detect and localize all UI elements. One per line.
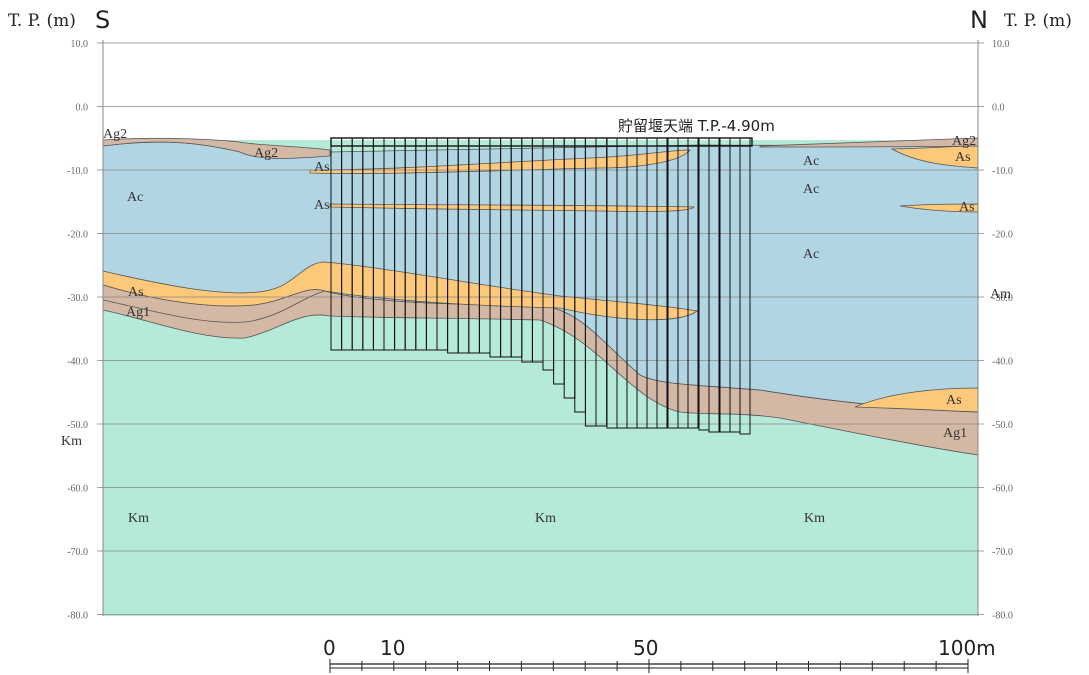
layer-label-km-side: Km [61, 434, 82, 449]
layer-label-as-right-top: As [955, 150, 971, 165]
left-axis-title: T. P. (m) [8, 11, 76, 31]
scale-label-50: 50 [633, 636, 658, 660]
south-label: S [95, 6, 110, 34]
layer-label-ag1-right: Ag1 [943, 426, 967, 441]
layer-label-km-2: Km [535, 511, 556, 526]
left-tick-label: -80.0 [67, 611, 88, 622]
right-tick-label: -80.0 [992, 611, 1013, 622]
layer-labels: Ag2 Ag2 Ag2 Ac Ac Ac Ac As As As As As A… [61, 127, 1011, 526]
left-tick-label: 0.0 [76, 103, 89, 114]
layer-label-km-1: Km [128, 511, 149, 526]
left-tick-label: -50.0 [67, 420, 88, 431]
right-tick-label: -40.0 [992, 357, 1013, 368]
left-tick-label: -10.0 [67, 166, 88, 177]
scale-bar [329, 659, 969, 673]
layer-label-km-3: Km [804, 511, 825, 526]
right-tick-label: -30.0 [992, 293, 1013, 304]
layer-label-as-upper: As [314, 160, 330, 175]
layer-label-as-right-mid: As [959, 200, 975, 215]
sheet-pile-walls [330, 137, 753, 435]
right-tick-label: 10.0 [992, 39, 1010, 50]
gravel-ag2-left [102, 137, 331, 159]
left-tick-label: 10.0 [71, 39, 89, 50]
layer-label-as-lower-left: As [128, 285, 144, 300]
elevation-gridlines [97, 42, 984, 615]
right-tick-label: -10.0 [992, 166, 1013, 177]
right-tick-label: 0.0 [992, 103, 1005, 114]
gravel-ag1-left-top [102, 284, 327, 323]
layer-label-ac-right-1: Ac [803, 154, 819, 169]
layer-label-ag2-left: Ag2 [103, 127, 127, 142]
sand-as-mid [329, 203, 695, 212]
right-tick-label: -20.0 [992, 230, 1013, 241]
left-tick-label: -20.0 [67, 230, 88, 241]
north-label: N [970, 6, 988, 34]
left-tick-label: -30.0 [67, 293, 88, 304]
layer-label-as-mid: As [314, 198, 330, 213]
wall-crest-beam [330, 137, 753, 147]
layer-label-ag2-mid: Ag2 [254, 146, 278, 161]
scale-label-100m: 100m [938, 636, 996, 660]
right-elevation-ticks: 10.0 0.0 -10.0 -20.0 -30.0 -40.0 -50.0 -60.0 -70… [992, 39, 1013, 622]
left-tick-label: -70.0 [67, 547, 88, 558]
crest-elevation-label: 貯留堰天端 T.P.-4.90m [618, 117, 775, 135]
right-tick-label: -70.0 [992, 547, 1013, 558]
right-tick-label: -60.0 [992, 484, 1013, 495]
layer-label-ac-right-3: Ac [803, 247, 819, 262]
layer-label-am-right: Am [990, 287, 1011, 302]
scale-label-10: 10 [380, 636, 405, 660]
left-tick-label: -60.0 [67, 484, 88, 495]
layer-label-ac-right-2: Ac [803, 182, 819, 197]
scale-label-0: 0 [323, 636, 336, 660]
layer-label-ag2-right: Ag2 [952, 134, 976, 149]
layer-label-ag1-left: Ag1 [126, 305, 150, 320]
right-tick-label: -50.0 [992, 420, 1013, 431]
layer-label-as-right-low: As [946, 393, 962, 408]
right-axis-title: T. P. (m) [1004, 11, 1072, 31]
left-elevation-ticks: 10.0 0.0 -10.0 -20.0 -30.0 -40.0 -50.0 -60.0 -70… [67, 39, 88, 622]
layer-label-ac-left: Ac [127, 190, 143, 205]
strata [102, 137, 979, 616]
sand-as-upper [309, 149, 691, 174]
left-tick-label: -40.0 [67, 357, 88, 368]
